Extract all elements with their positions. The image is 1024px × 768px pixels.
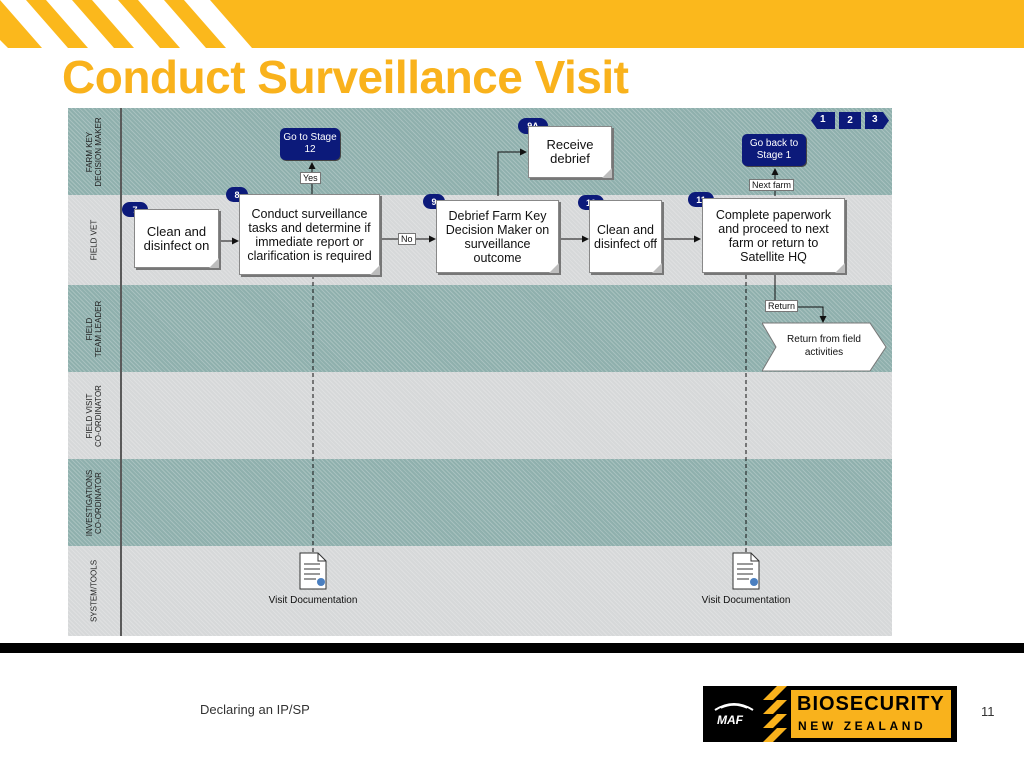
document-icon — [732, 552, 760, 590]
step-text: Receive debrief — [546, 137, 594, 166]
logo-stripes — [763, 686, 787, 742]
step-9a-receive-debrief: Receive debrief — [528, 126, 612, 178]
step-text: Debrief Farm Key Decision Maker on surve… — [445, 208, 550, 265]
next-farm-label: Next farm — [749, 179, 795, 191]
step-8-conduct-surveillance: Conduct surveillance tasks and determine… — [239, 194, 380, 275]
step-text: Clean and disinfect on — [143, 223, 210, 253]
yes-label: Yes — [300, 172, 321, 184]
page-3-label: 3 — [872, 114, 878, 125]
logo-line-2: NEW ZEALAND — [798, 719, 927, 733]
document-icon — [299, 552, 327, 590]
go-back-to-stage-1-link[interactable]: Go back to Stage 1 — [742, 134, 806, 166]
step-7-clean-disinfect-on: Clean and disinfect on — [134, 209, 219, 268]
return-from-field-text: Return from field activities — [787, 334, 861, 358]
page-number: 11 — [981, 704, 995, 719]
page-2-button[interactable]: 2 — [839, 112, 861, 129]
lane-investigations-coordinator: INVESTIGATIONS CO-ORDINATOR — [68, 459, 892, 546]
logo-line-1: BIOSECURITY — [797, 693, 945, 715]
no-label: No — [398, 233, 416, 245]
go-to-stage-12-link[interactable]: Go to Stage 12 — [280, 128, 340, 160]
logo-text-panel: BIOSECURITY NEW ZEALAND — [791, 690, 951, 738]
maf-text: MAF — [717, 713, 743, 727]
lane-farm-key-decision-maker: FARM KEY DECISION MAKER — [68, 108, 892, 195]
bottom-divider-bar — [0, 643, 1024, 653]
slide-title: Conduct Surveillance Visit — [62, 51, 629, 103]
return-label: Return — [765, 300, 799, 312]
footer-text: Declaring an IP/SP — [200, 702, 310, 717]
step-text: Conduct surveillance tasks and determine… — [247, 206, 372, 263]
diagonal-stripes-decoration — [0, 0, 252, 48]
page-1-label: 1 — [820, 114, 826, 125]
biosecurity-nz-logo: MAF BIOSECURITY NEW ZEALAND — [703, 686, 957, 742]
visit-documentation-label: Visit Documentation — [701, 595, 791, 606]
step-9-debrief-farm-key: Debrief Farm Key Decision Maker on surve… — [436, 200, 559, 273]
step-11-complete-paperwork: Complete paperwork and proceed to next f… — [702, 198, 845, 273]
step-text: Clean and disinfect off — [594, 222, 658, 251]
lane-field-visit-coordinator: FIELD VISIT CO-ORDINATOR — [68, 372, 892, 459]
step-text: Complete paperwork and proceed to next f… — [715, 207, 832, 264]
maf-logo-icon: MAF — [711, 696, 757, 732]
return-from-field-activities: Return from field activities — [762, 322, 888, 372]
lane-field-team-leader: FIELD TEAM LEADER — [68, 285, 892, 372]
visit-documentation-label: Visit Documentation — [268, 595, 358, 606]
top-accent-bar — [0, 0, 1024, 48]
process-diagram: FARM KEY DECISION MAKER FIELD VET FIELD … — [68, 108, 892, 636]
next-page-button[interactable]: 3 — [865, 112, 889, 129]
step-10-clean-disinfect-off: Clean and disinfect off — [589, 200, 662, 273]
prev-page-button[interactable]: 1 — [811, 112, 835, 129]
